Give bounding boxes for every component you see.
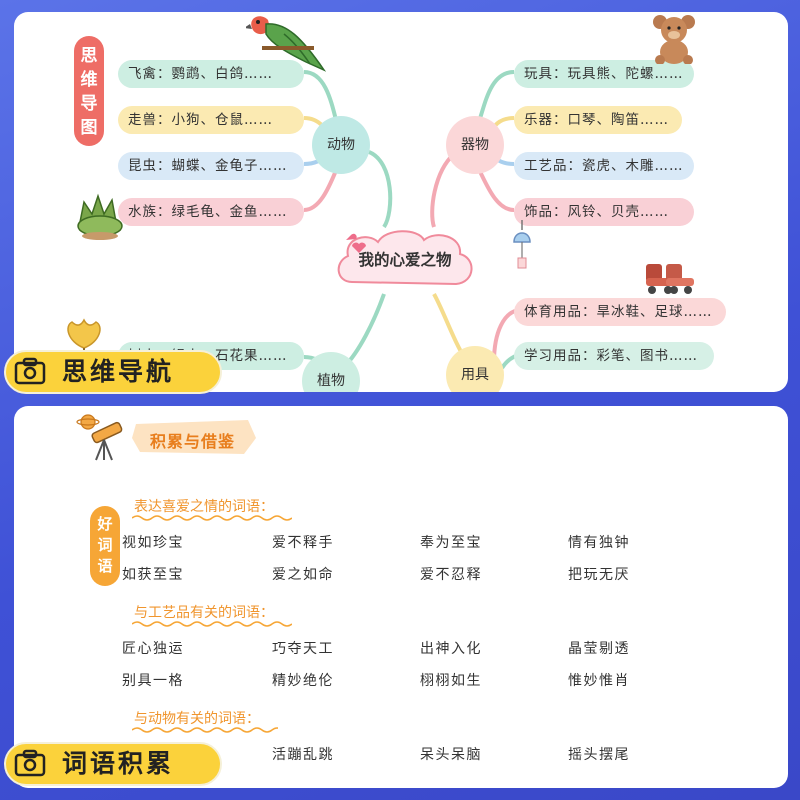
node-label: 学习用品：彩笔、图书……: [524, 348, 698, 364]
wind-chime-icon: [513, 220, 531, 269]
banner-shape: [132, 420, 256, 454]
vocabulary-panel: 积累与借鉴 好词语 表达喜爱之情的词语： 视如珍宝 爱不释手 奉为至宝 情有独钟…: [14, 406, 788, 788]
camera-icon: [14, 357, 46, 385]
telescope-icon: [76, 414, 123, 461]
word-item: 惟妙惟肖: [568, 673, 630, 689]
word-bank-badge-label: 词语积累: [62, 749, 175, 778]
node-beasts: 走兽：小狗、仓鼠……: [118, 106, 304, 134]
word-item: 出神入化: [420, 641, 482, 657]
word-item: 视如珍宝: [122, 535, 184, 551]
word-item: 爱不忍释: [420, 567, 482, 583]
node-label: 饰品：风铃、贝壳……: [524, 204, 669, 220]
camera-icon: [14, 749, 46, 777]
word-item: 情有独钟: [568, 535, 630, 551]
word-item: 把玩无厌: [568, 567, 630, 583]
mind-nav-badge: 思维导航: [4, 350, 222, 394]
node-label: 水族：绿毛龟、金鱼……: [128, 204, 288, 220]
center-topic: 我的心爱之物: [332, 224, 478, 296]
branch-plants: 植物: [302, 352, 360, 392]
word-item: 巧夺天工: [272, 641, 334, 657]
word-item: 如获至宝: [122, 567, 184, 583]
word-item: 爱之如命: [272, 567, 334, 583]
node-study: 学习用品：彩笔、图书……: [514, 342, 714, 370]
branch-supplies: 用具: [446, 346, 504, 392]
word-item: 晶莹剔透: [568, 641, 630, 657]
wavy-underline: [132, 621, 292, 627]
center-topic-text: 我的心爱之物: [358, 250, 452, 269]
word-item: 摇头摆尾: [568, 747, 630, 763]
node-label: 乐器：口琴、陶笛……: [524, 112, 669, 128]
node-crafts: 工艺品：瓷虎、木雕……: [514, 152, 694, 180]
good-words-tag: 好词语: [90, 506, 120, 586]
cloud-shape: [337, 230, 473, 286]
word-item: 爱不释手: [272, 535, 334, 551]
node-label: 工艺品：瓷虎、木雕……: [524, 158, 684, 174]
section-title-animals: 与动物有关的词语：: [134, 711, 260, 727]
mind-map-side-tag: 思维导图: [74, 36, 104, 146]
node-label: 玩具：玩具熊、陀螺……: [524, 66, 684, 82]
word-item: 呆头呆脑: [420, 747, 482, 763]
word-item: 匠心独运: [122, 641, 184, 657]
node-insects: 昆虫：蝴蝶、金龟子……: [118, 152, 304, 180]
word-item: 精妙绝伦: [272, 673, 334, 689]
word-bank-badge: 词语积累: [4, 742, 222, 786]
node-label: 昆虫：蝴蝶、金龟子……: [128, 158, 288, 174]
word-item: 奉为至宝: [420, 535, 482, 551]
node-ornaments: 饰品：风铃、贝壳……: [514, 198, 694, 226]
section-banner: 积累与借鉴: [150, 432, 236, 451]
node-label: 体育用品：旱冰鞋、足球……: [524, 304, 713, 320]
ginkgo-leaf-icon: [67, 318, 101, 352]
node-sports: 体育用品：旱冰鞋、足球……: [514, 298, 726, 326]
section-title-crafts: 与工艺品有关的词语：: [134, 605, 274, 621]
wavy-underline: [132, 727, 278, 733]
word-item: 栩栩如生: [420, 673, 482, 689]
node-birds: 飞禽：鹦鹉、白鸽……: [118, 60, 304, 88]
branch-objects: 器物: [446, 116, 504, 174]
mind-nav-badge-label: 思维导航: [62, 357, 175, 386]
branch-animals: 动物: [312, 116, 370, 174]
mind-map-panel: 思维导图 飞禽：鹦鹉、白鸽…… 走兽：小狗、仓鼠…… 昆虫：蝴蝶、金龟子…… 水…: [14, 12, 788, 392]
word-item: 别具一格: [122, 673, 184, 689]
wavy-underline: [132, 515, 292, 521]
parrot-icon: [246, 16, 326, 72]
node-toys: 玩具：玩具熊、陀螺……: [514, 60, 694, 88]
teddy-bear-icon: [653, 15, 695, 64]
section-title-affection: 表达喜爱之情的词语：: [134, 499, 274, 515]
node-instruments: 乐器：口琴、陶笛……: [514, 106, 682, 134]
roller-skates-icon: [646, 264, 694, 294]
node-aquatic: 水族：绿毛龟、金鱼……: [118, 198, 304, 226]
word-item: 活蹦乱跳: [272, 747, 334, 763]
node-label: 飞禽：鹦鹉、白鸽……: [128, 66, 273, 82]
node-label: 走兽：小狗、仓鼠……: [128, 112, 273, 128]
turtle-icon: [77, 193, 123, 240]
